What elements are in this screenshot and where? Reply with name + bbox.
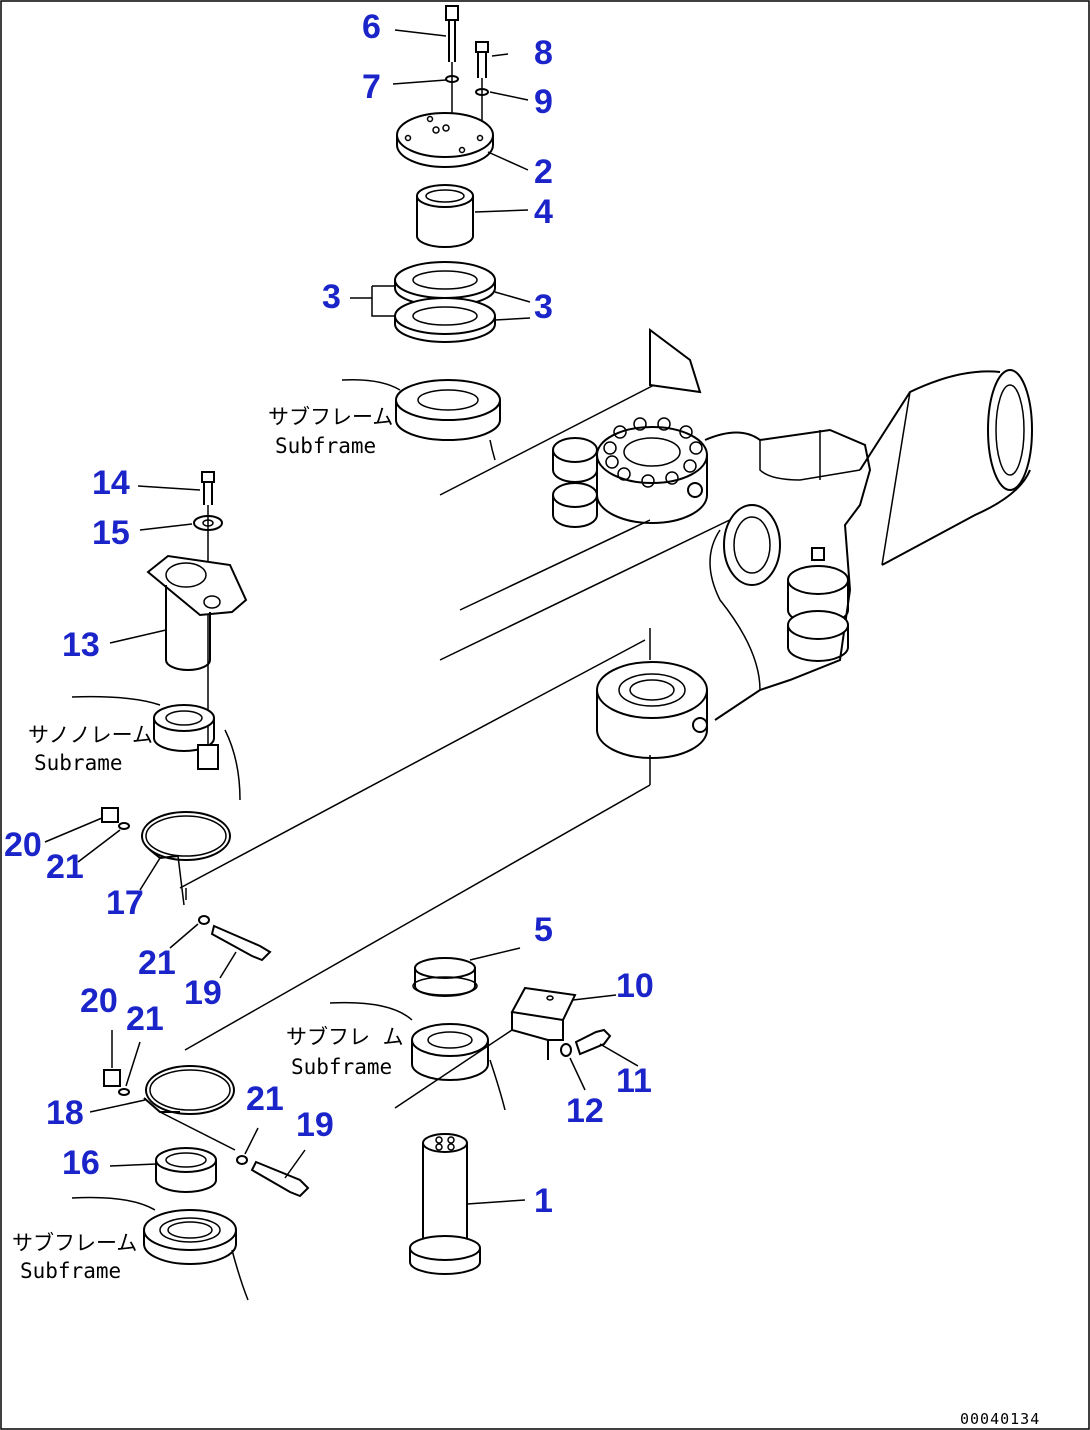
rear-axle-housing bbox=[179, 328, 1033, 1051]
part-label-16: 16 bbox=[62, 1144, 100, 1182]
part-label-20-lower: 20 bbox=[80, 982, 118, 1020]
part-label-20-upper: 20 bbox=[4, 826, 42, 864]
subframe-label-jp-top: サブフレーム bbox=[268, 405, 393, 429]
subframe-label-jp-left-lower: サブフレーム bbox=[12, 1231, 137, 1255]
subframe-labels: サブフレーム Subframe サノノレーム Subrame サブフレ ム Su… bbox=[12, 405, 404, 1283]
part-label-19-upper: 19 bbox=[184, 974, 222, 1012]
part-label-11: 11 bbox=[616, 1062, 652, 1100]
center-lower-pin-assembly bbox=[329, 957, 612, 1275]
part-label-3-left: 3 bbox=[322, 278, 341, 316]
part-number-labels: 6 8 7 9 2 4 3 3 14 15 13 20 21 17 21 19 … bbox=[4, 8, 654, 1220]
part-label-21-bolt-lower: 21 bbox=[246, 1080, 284, 1118]
part-label-8: 8 bbox=[534, 34, 553, 72]
part-label-15: 15 bbox=[92, 514, 130, 552]
part-label-9: 9 bbox=[534, 83, 553, 121]
subframe-label-en-left-lower: Subframe bbox=[20, 1259, 121, 1283]
part-label-5: 5 bbox=[534, 911, 553, 949]
left-upper-pin-assembly bbox=[71, 471, 248, 801]
part-label-4: 4 bbox=[534, 193, 553, 231]
subframe-label-jp-left-upper: サノノレーム bbox=[28, 723, 153, 747]
drawing-number: 00040134 bbox=[960, 1410, 1040, 1428]
part-label-21-lower: 21 bbox=[126, 1000, 164, 1038]
part-label-12: 12 bbox=[566, 1092, 604, 1130]
leader-lines bbox=[44, 29, 639, 1205]
part-label-13: 13 bbox=[62, 626, 100, 664]
subframe-label-en-left-upper: Subrame bbox=[34, 751, 123, 775]
part-label-21-upper: 21 bbox=[46, 848, 84, 886]
subframe-label-en-center: Subframe bbox=[291, 1055, 392, 1079]
part-label-7: 7 bbox=[362, 68, 381, 106]
subframe-label-jp-center: サブフレ ム bbox=[286, 1025, 404, 1049]
part-label-10: 10 bbox=[616, 967, 654, 1005]
subframe-label-en-top: Subframe bbox=[275, 434, 376, 458]
top-pin-cap-assembly bbox=[341, 5, 501, 461]
part-label-1: 1 bbox=[534, 1182, 553, 1220]
part-label-18: 18 bbox=[46, 1094, 84, 1132]
left-lower-ring-assembly bbox=[71, 1065, 310, 1301]
part-label-6: 6 bbox=[362, 8, 381, 46]
part-label-2: 2 bbox=[534, 153, 553, 191]
part-label-21-bolt-upper: 21 bbox=[138, 944, 176, 982]
part-label-17: 17 bbox=[106, 884, 144, 922]
part-label-14: 14 bbox=[92, 464, 130, 502]
part-label-19-lower: 19 bbox=[296, 1106, 334, 1144]
part-label-3-right: 3 bbox=[534, 288, 553, 326]
left-middle-ring-assembly bbox=[101, 807, 272, 962]
